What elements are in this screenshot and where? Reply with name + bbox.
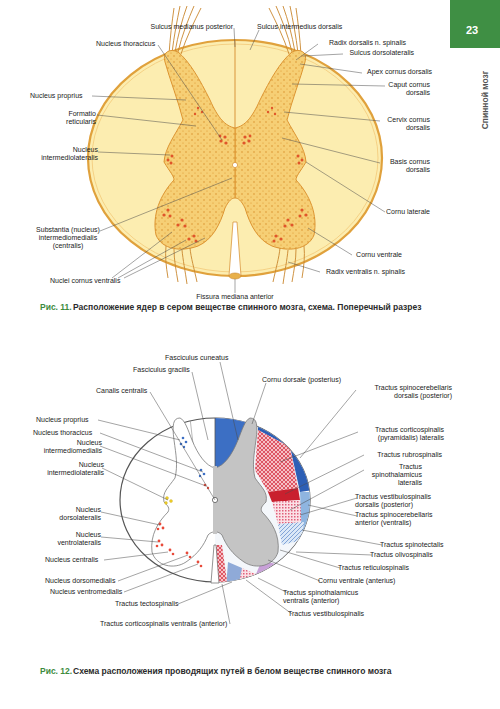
leader-line (234, 28, 235, 47)
anatomy-label: Tractus corticospinalis ventralis (anter… (100, 620, 250, 628)
anatomy-label: Fasciculus cuneatus (165, 354, 245, 362)
leader-line (112, 232, 172, 278)
anatomy-label: Substantia (nucleus) intermediomedialis … (28, 226, 108, 250)
leader-line (288, 262, 320, 272)
anatomy-label: Nucleus ventromedialis (50, 588, 135, 596)
leader-line (285, 455, 364, 494)
anatomy-label: Nucleus dorsomedialis (45, 577, 130, 585)
anatomy-label: Basis cornus dorsalis (372, 158, 430, 174)
leader-line (222, 584, 230, 624)
anatomy-label: Cervix cornus dorsalis (372, 116, 430, 132)
anatomy-label: Nucleus thoracicus (96, 40, 166, 48)
leader-line (308, 505, 357, 516)
anatomy-label: Tractus spinotectalis (380, 541, 450, 549)
leader-line (290, 470, 364, 510)
leader-line (280, 550, 340, 568)
leader-line (100, 433, 203, 472)
page-number: 23 (452, 24, 492, 36)
anatomy-label: Nucleus ventrolateralis (45, 531, 101, 547)
figure-caption: Схема расположения проводящих путей в бе… (73, 666, 473, 676)
leader-line (282, 138, 380, 163)
anatomy-label: Nucleus intermediolateralis (34, 461, 104, 477)
anatomy-label: Nucleus proprius (30, 92, 102, 100)
anatomy-label: Nucleus dorsolateralis (45, 506, 101, 522)
leader-line (250, 30, 259, 50)
leader-line (150, 392, 215, 500)
leader-line (280, 432, 358, 462)
leader-line (296, 44, 318, 60)
leader-line (284, 112, 380, 121)
leader-line (98, 152, 170, 155)
anatomy-label: Nucleus intermediomedialis (40, 439, 102, 455)
anatomy-label: Radix ventralis n. spinalis (305, 268, 405, 276)
section-tab: Спинной мозг (480, 60, 490, 140)
leader-line (100, 178, 232, 231)
figure-caption: Расположение ядер в сером веществе спинн… (73, 302, 463, 312)
anatomy-label: Sulcus intermedius dorsalis (257, 23, 357, 31)
anatomy-label: Cornu laterale (372, 208, 430, 216)
anatomy-label: Fissura mediana anterior (185, 293, 285, 301)
leader-line (306, 162, 385, 212)
anatomy-label: Caput cornus dorsalis (372, 81, 430, 97)
leader-line (124, 564, 198, 592)
leader-line (303, 54, 343, 56)
anatomy-label: Tractus tectospinalis (115, 600, 190, 608)
anatomy-label: Cornu ventrale (340, 251, 402, 259)
anatomy-label: Tractus spinocerebellaris dorsalis (post… (352, 384, 452, 400)
leader-line (300, 390, 356, 458)
anatomy-label: Nucleus thoracicus (33, 429, 103, 437)
anatomy-label: Nuclei cornus ventralis (50, 277, 140, 285)
leader-line (158, 45, 222, 140)
anatomy-label: Tractus spinothalamicus ventralis (anter… (283, 589, 383, 605)
leader-line (235, 279, 236, 293)
anatomy-label: Tractus olivospinalis (370, 551, 445, 559)
leader-line (296, 552, 372, 555)
leader-line (252, 383, 266, 424)
leader-line (124, 238, 205, 278)
anatomy-label: Tractus rubrospinalis (352, 451, 442, 459)
anatomy-label: Canalis centralis (96, 387, 161, 395)
leader-line (118, 240, 186, 278)
leader-line (220, 362, 238, 440)
anatomy-label: Cornu dorsale (posterius) (262, 376, 357, 384)
leader-line (300, 64, 362, 73)
anatomy-label: Nucleus proprius (36, 416, 102, 424)
anatomy-label: Fasciculus gracilis (133, 366, 203, 374)
anatomy-label: Tractus spinothalamicus lateralis (352, 463, 422, 487)
leader-line (92, 96, 186, 100)
anatomy-label: Nucleus centralis (45, 556, 115, 564)
anatomy-label: Sulcus dorsolateralis (330, 49, 414, 57)
leader-line (302, 530, 382, 545)
leader-line (101, 512, 160, 525)
leader-line (292, 84, 385, 86)
anatomy-label: Tractus corticospinalis (pyramidalis) la… (352, 426, 444, 442)
leader-line (118, 555, 188, 581)
anatomy-label: Tractus reticulospinalis (338, 564, 428, 572)
anatomy-label: Cornu ventrale (anterius) (318, 577, 418, 585)
leader-line (192, 372, 208, 440)
figure-number: Рис. 11. (40, 302, 76, 312)
leader-line (101, 537, 158, 542)
leader-line (104, 552, 168, 560)
anatomy-label: Tractus vestibulospinalis dorsalis (post… (355, 493, 455, 509)
leader-line (300, 498, 357, 515)
anatomy-label: Apex cornus dorsalis (350, 68, 432, 76)
leader-line (268, 560, 320, 581)
figure-number: Рис. 12. (40, 666, 76, 676)
anatomy-label: Tractus vestibulospinalis (288, 610, 378, 618)
leader-line (100, 446, 206, 486)
anatomy-label: Nucleus intermediolateralis (26, 146, 98, 162)
anatomy-label: Radix dorsalis n. spinalis (310, 39, 406, 47)
leader-line (102, 468, 168, 500)
anatomy-label: Tractus spinocerebellaris anterior (vent… (355, 511, 455, 527)
anatomy-label: Sulcus medianus posterior (148, 23, 233, 31)
leader-line (97, 115, 196, 126)
anatomy-label: Formatio reticularis (44, 110, 96, 126)
leader-line (308, 228, 352, 255)
